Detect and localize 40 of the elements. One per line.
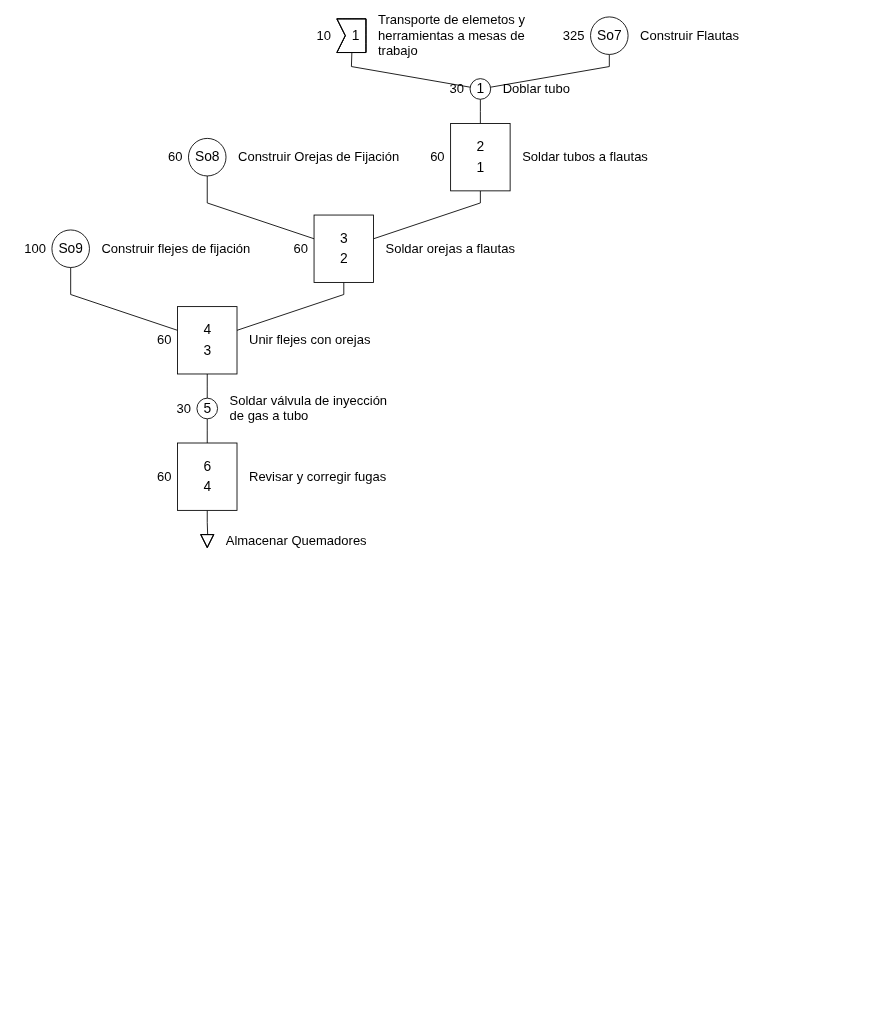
step-description: Soldar orejas a flautas xyxy=(385,240,515,257)
step-description: Soldar tubos a flautas xyxy=(522,149,648,165)
connector xyxy=(373,190,481,240)
step-description: Doblar tubo xyxy=(502,81,570,97)
connector xyxy=(490,54,610,88)
node-box: 4 3 xyxy=(177,306,238,375)
connector xyxy=(206,373,208,399)
connector xyxy=(479,98,481,124)
connector xyxy=(206,418,208,444)
time-label: 30 xyxy=(449,81,465,97)
connector xyxy=(236,282,345,331)
node-circle: So9 xyxy=(51,229,90,268)
time-label: 30 xyxy=(176,400,191,417)
node-circle: So7 xyxy=(590,16,629,55)
node-box: 6 4 xyxy=(177,442,238,511)
node-circle: 5 xyxy=(196,397,218,420)
node-circle: 1 xyxy=(469,78,492,100)
time-label: 60 xyxy=(157,468,172,485)
node-box: 3 2 xyxy=(313,214,374,283)
time-label: 60 xyxy=(430,149,445,165)
step-description: Construir Orejas de Fijación xyxy=(238,149,400,165)
connector xyxy=(206,175,315,240)
time-label: 60 xyxy=(168,149,183,165)
time-label: 60 xyxy=(157,332,172,349)
step-description: Revisar y corregir fugas xyxy=(249,468,387,485)
connector xyxy=(70,267,178,331)
step-description: Transporte de elemetos y herramientas a mesas de trabajo xyxy=(377,12,526,60)
step-description: Construir Flautas xyxy=(640,27,740,44)
time-label: 325 xyxy=(562,27,585,44)
connector xyxy=(206,509,209,536)
node-box: 2 1 xyxy=(450,123,511,192)
time-label: 100 xyxy=(24,240,46,257)
step-description: Construir flejes de fijación xyxy=(101,240,251,257)
step-description: Soldar válvula de inyección de gas a tubo xyxy=(229,392,389,425)
time-label: 10 xyxy=(316,27,331,44)
node-circle: So8 xyxy=(188,137,227,177)
step-description: Unir flejes con orejas xyxy=(249,332,371,349)
connector xyxy=(351,52,471,88)
step-description: Almacenar Quemadores xyxy=(225,533,367,549)
time-label: 60 xyxy=(293,240,309,257)
